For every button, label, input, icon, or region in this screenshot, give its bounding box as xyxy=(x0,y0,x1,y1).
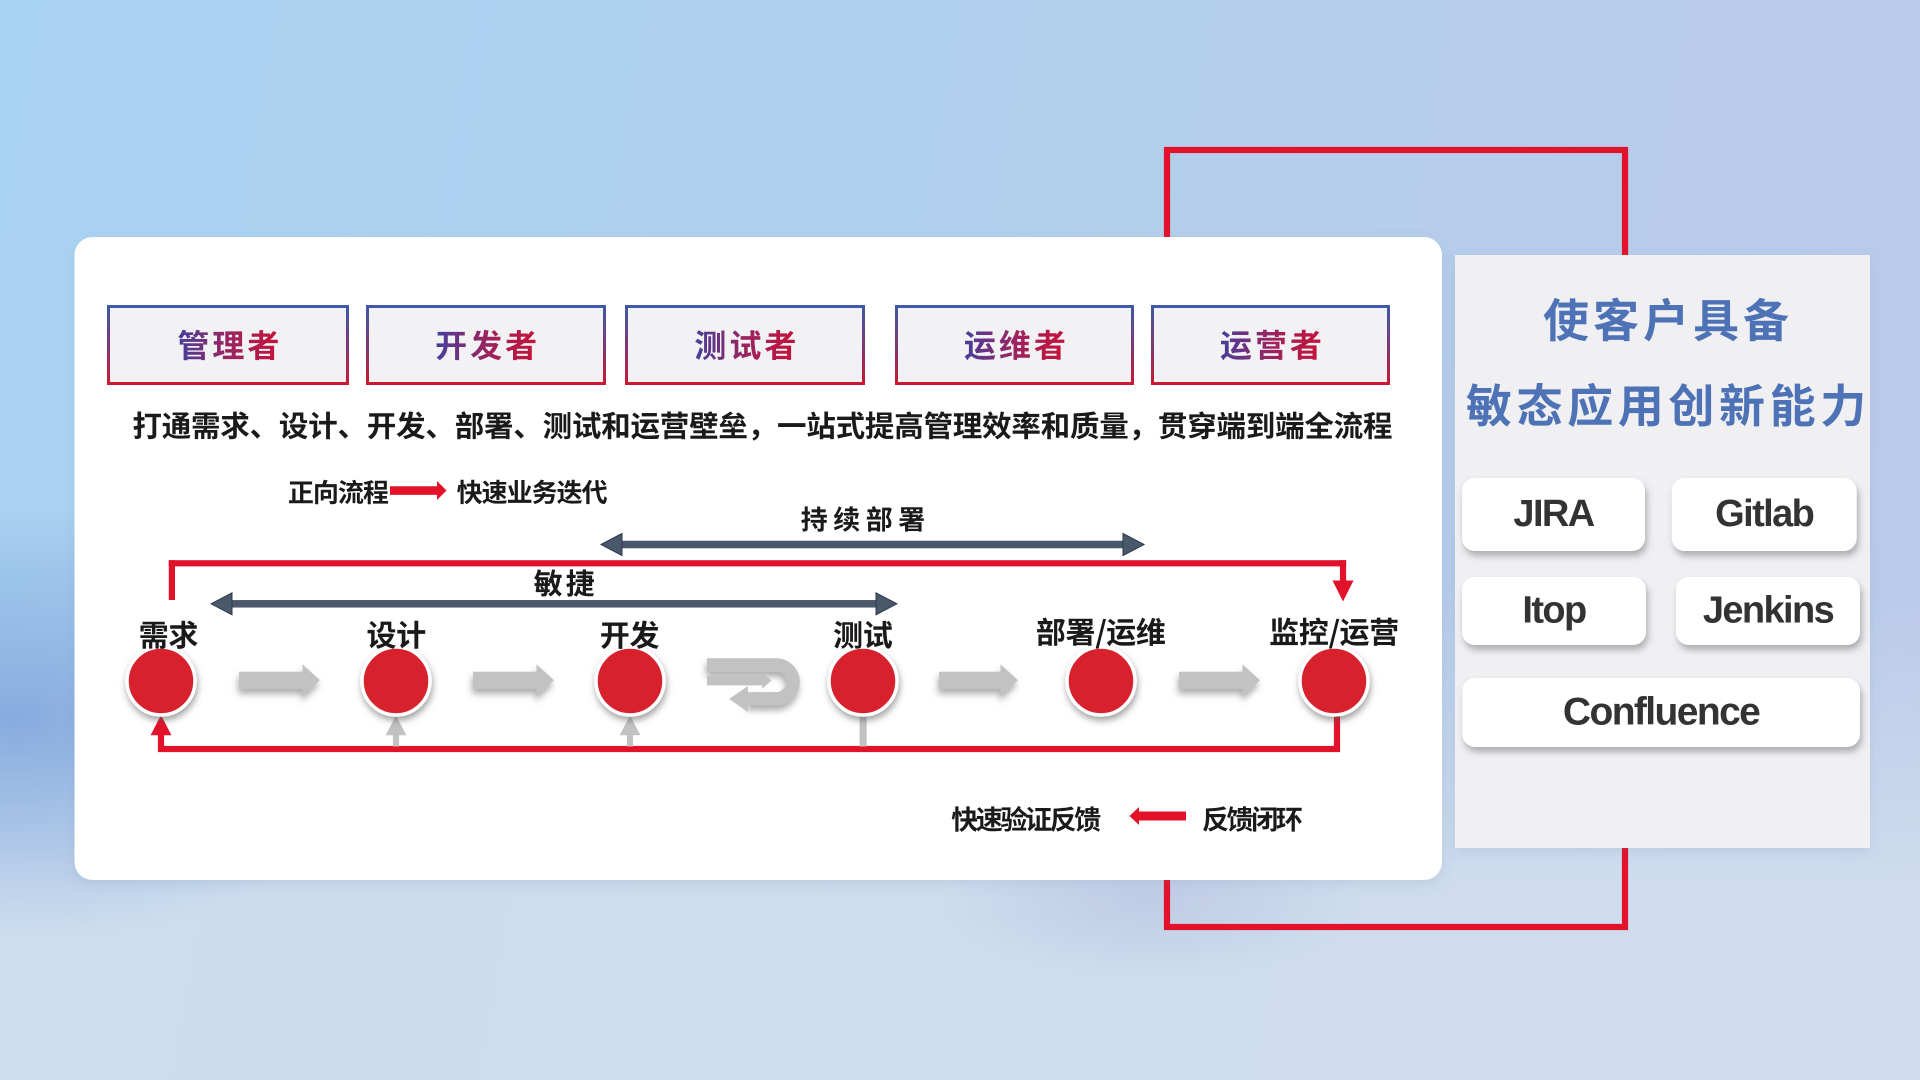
svg-text:JIRA: JIRA xyxy=(1513,493,1594,535)
svg-text:Itop: Itop xyxy=(1522,590,1586,632)
svg-text:Gitlab: Gitlab xyxy=(1715,493,1813,535)
svg-text:Confluence: Confluence xyxy=(1563,690,1760,733)
svg-text:Jenkins: Jenkins xyxy=(1703,590,1834,632)
